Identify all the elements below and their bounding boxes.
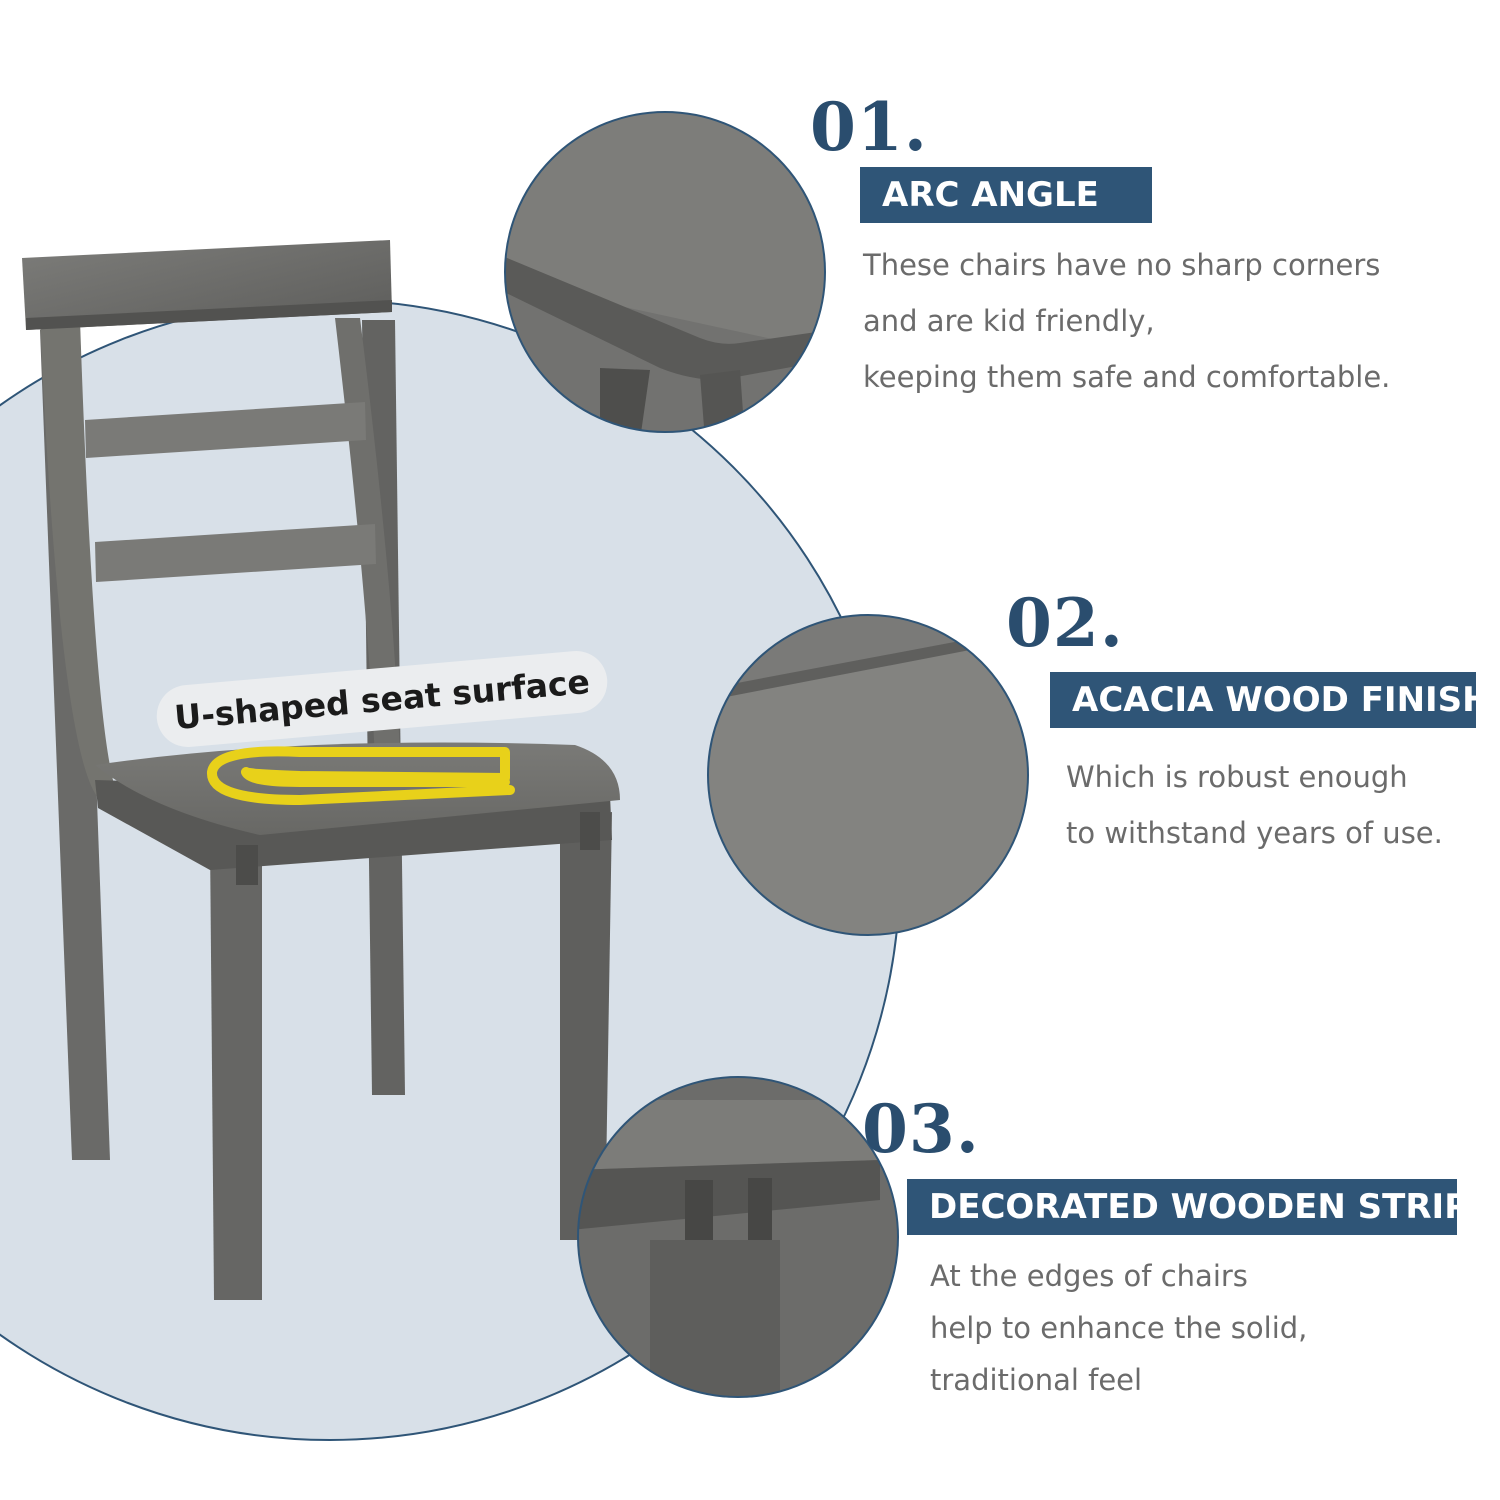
chair-image [22,240,620,1300]
feature-2-line: to withstand years of use. [1066,816,1443,850]
feature-2-line: Which is robust enough [1066,760,1408,794]
feature-1-description: These chairs have no sharp corners and a… [863,237,1390,405]
feature-3-title: DECORATED WOODEN STRIPS [907,1179,1494,1235]
feature-3-line: traditional feel [930,1363,1143,1397]
feature-3-line: At the edges of chairs [930,1259,1248,1293]
feature-1-line: These chairs have no sharp corners [863,248,1381,282]
feature-1-title: ARC ANGLE [860,167,1152,223]
feature-2-description: Which is robust enough to withstand year… [1066,749,1443,861]
detail-photo-wooden-strips [577,1076,899,1398]
detail-photo-arc-angle [504,111,826,433]
feature-1-line: keeping them safe and comfortable. [863,360,1391,394]
detail-photo-wood-finish [707,614,1029,936]
feature-1-line: and are kid friendly, [863,304,1155,338]
feature-1-number: 01. [810,88,928,166]
u-shape-outline [207,746,515,805]
feature-3-line: help to enhance the solid, [930,1311,1308,1345]
feature-3-description: At the edges of chairs help to enhance t… [930,1250,1307,1406]
feature-2-title: ACACIA WOOD FINISH [1050,672,1491,728]
feature-2-number: 02. [1006,584,1124,662]
feature-3-number: 03. [862,1090,980,1168]
